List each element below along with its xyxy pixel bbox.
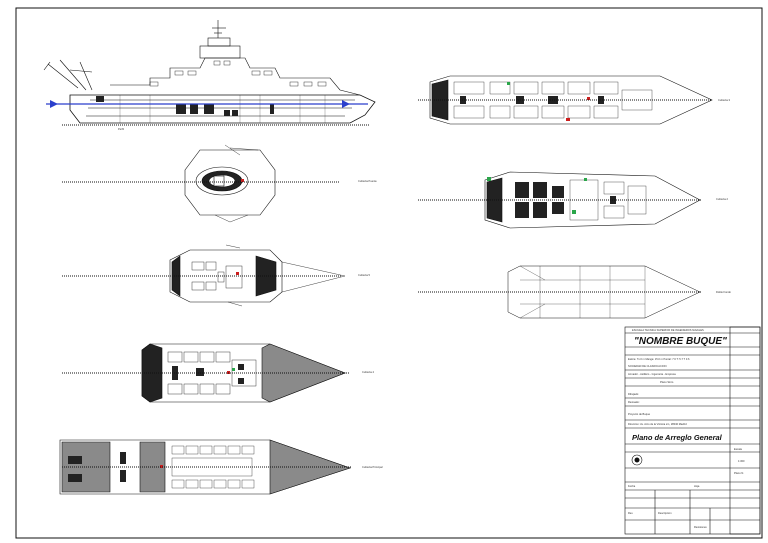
- label-deck-1: Cubierta Principal: [362, 465, 383, 469]
- revisado-label: Revisado:: [628, 400, 640, 404]
- proyecto-label: Proyecto de Buque: [628, 412, 651, 416]
- direccion-line: Direccion: Av. Arco de la Victoria s/n, …: [628, 422, 687, 426]
- label-bridge-deck: Cubierta Puente: [358, 179, 377, 183]
- plano-no-label: Plano N.: [734, 471, 744, 475]
- escala-label: Escala: [734, 447, 742, 451]
- red-marker: [236, 272, 239, 275]
- descripcion-header: Descripcion: [658, 511, 672, 515]
- green-marker: [232, 368, 235, 371]
- rev-header: Rev.: [628, 511, 633, 515]
- red-marker: [241, 179, 244, 182]
- dibujado-label: Dibujado:: [628, 392, 639, 396]
- green-marker: [487, 177, 491, 181]
- label-deck-5: Cubierta 5: [358, 273, 371, 277]
- vessel-name: "NOMBRE BUQUE": [634, 336, 727, 347]
- owner-line: Armador - Astillero - Ingenieria - Empre…: [628, 372, 676, 376]
- label-tank-top: Doble Fondo: [716, 290, 731, 294]
- fecha-label: Fecha: [628, 484, 636, 488]
- plan-title: Plano de Arreglo General: [632, 433, 723, 442]
- label-deck-4: Cubierta 4: [362, 370, 375, 374]
- main-deck-plan: [59, 439, 351, 495]
- crane-icon: [43, 59, 93, 91]
- side-profile-markers: [50, 100, 350, 108]
- red-marker: [160, 465, 163, 468]
- dims-line: Eslora: 71.0 m Manga: 15.0 m Puntal: 7.6…: [628, 357, 690, 361]
- label-upper-deck: Cubierta 3: [718, 98, 731, 102]
- red-marker: [566, 118, 570, 121]
- tank-top-plan: [507, 265, 701, 319]
- green-marker: [572, 210, 576, 214]
- label-main-deck: Cubierta 2: [716, 197, 729, 201]
- title-block: [624, 326, 761, 535]
- sheet-border: [15, 7, 763, 539]
- label-side-profile: Perfil: [118, 127, 124, 131]
- header-line: ESCUELA TECNICA SUPERIOR DE INGENIEROS N…: [632, 328, 704, 332]
- green-marker: [507, 82, 510, 85]
- sociedad-line: SOCIEDAD DE CLASIFICACION: [628, 364, 667, 368]
- red-marker: [587, 97, 590, 100]
- green-marker: [584, 178, 587, 181]
- bridge-deck-plan: [184, 144, 276, 223]
- owner-sub: Plano Sinto: [660, 380, 674, 384]
- upper-deck-plan: [429, 75, 713, 125]
- escala-value: 1:300: [738, 459, 745, 463]
- revisiones-label: Revisiones: [694, 525, 707, 529]
- hoja-label: Hoja: [694, 484, 700, 488]
- side-profile-view: [43, 20, 376, 124]
- title-block-logo: [634, 457, 640, 463]
